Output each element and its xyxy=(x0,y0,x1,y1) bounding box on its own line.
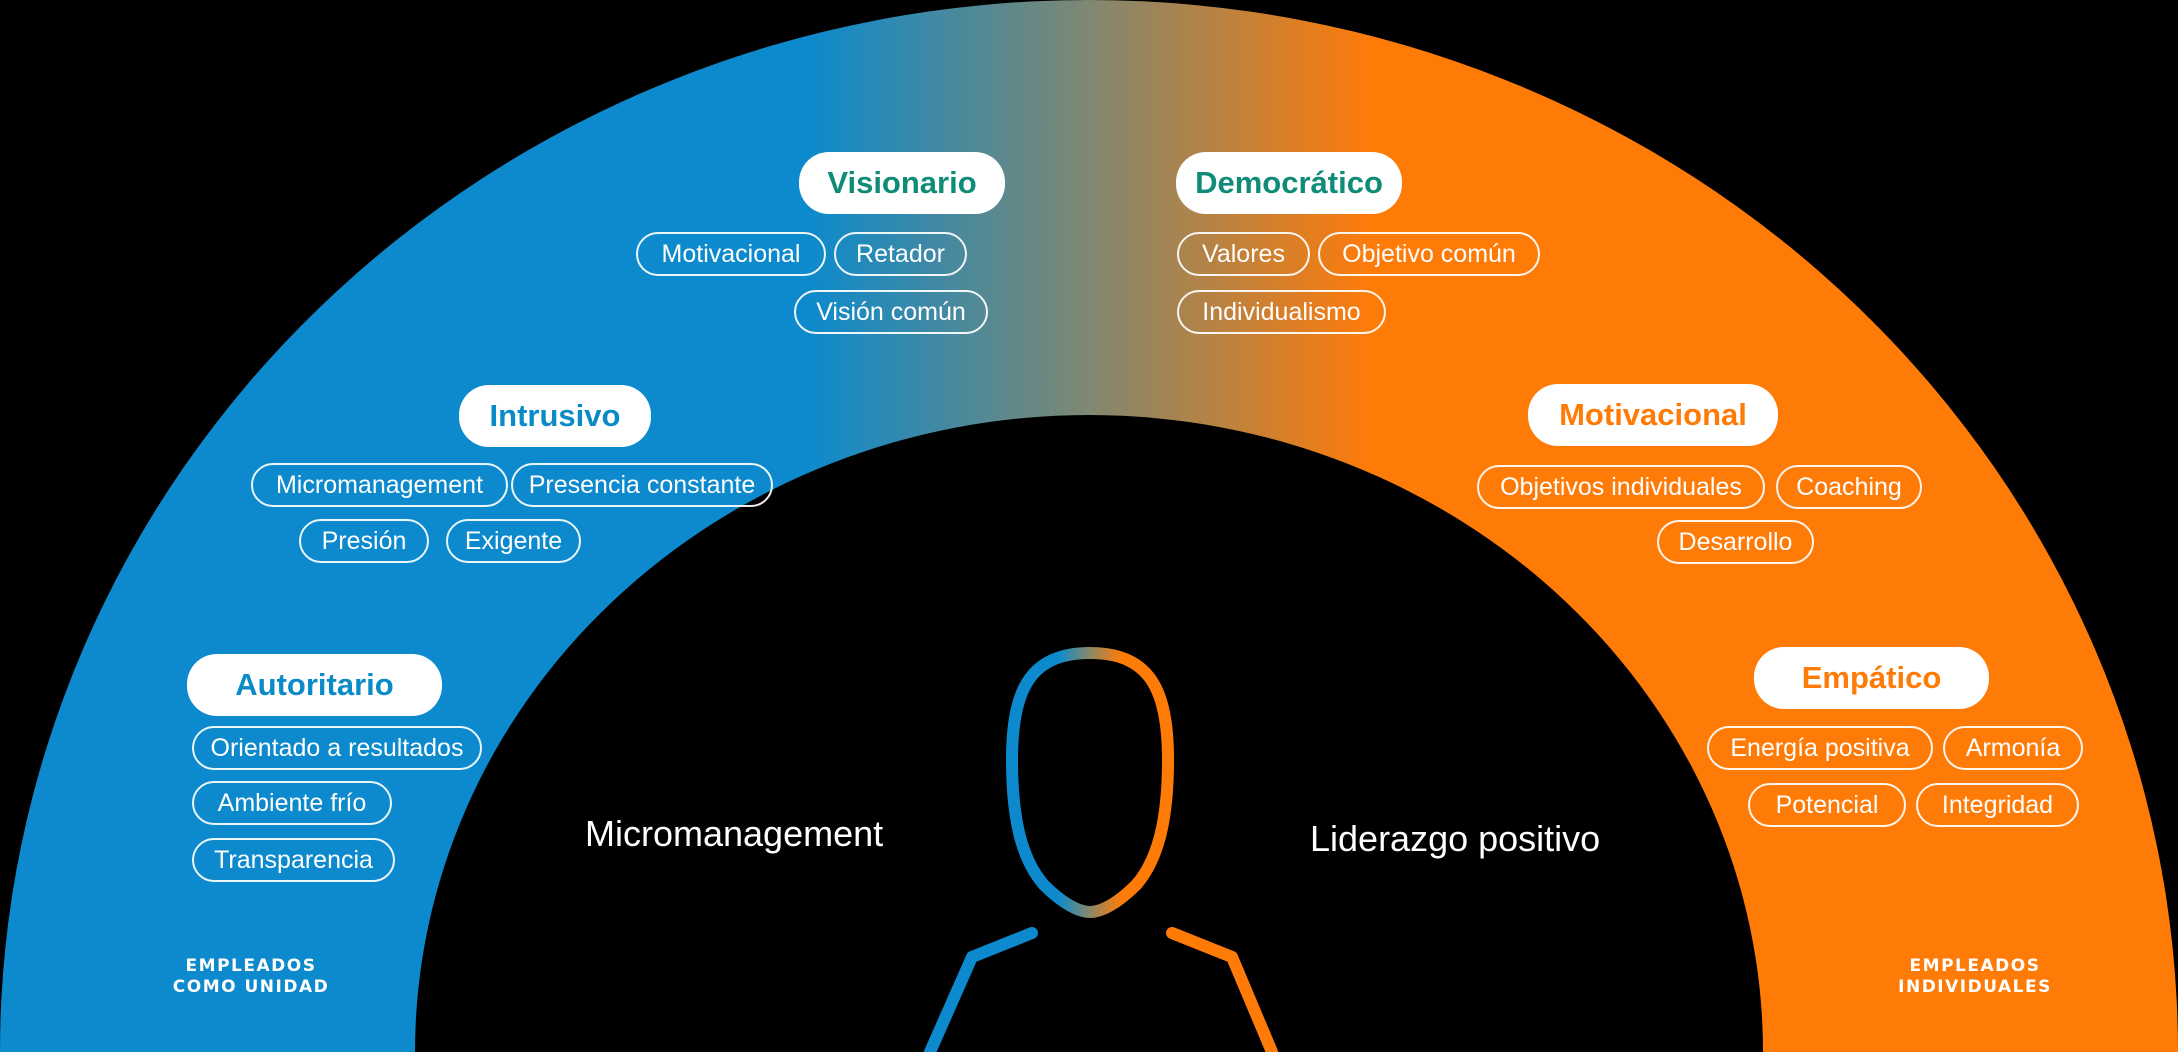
caption-micromanagement: Micromanagement xyxy=(585,813,884,854)
caption-liderazgo-positivo: Liderazgo positivo xyxy=(1310,818,1601,859)
style-title-democratico: Democrático xyxy=(1176,152,1402,214)
tag-transparencia: Transparencia xyxy=(192,838,395,882)
style-title-motivacional: Motivacional xyxy=(1528,384,1778,446)
person-silhouette-icon xyxy=(924,647,1278,1052)
tag-orientado-a-resultados: Orientado a resultados xyxy=(192,726,482,770)
corner-label-left: EMPLEADOS COMO UNIDAD xyxy=(141,956,361,998)
tag-vision-comun: Visión común xyxy=(794,290,988,334)
tag-integridad: Integridad xyxy=(1916,783,2079,827)
tag-exigente: Exigente xyxy=(446,519,581,563)
tag-presion: Presión xyxy=(299,519,429,563)
tag-objetivo-comun: Objetivo común xyxy=(1318,232,1540,276)
corner-label-right-line1: EMPLEADOS xyxy=(1909,956,2041,976)
tag-armonia: Armonía xyxy=(1943,726,2083,770)
corner-label-left-line1: EMPLEADOS xyxy=(185,956,317,976)
corner-label-right-line2: INDIVIDUALES xyxy=(1898,977,2052,997)
style-title-visionario: Visionario xyxy=(799,152,1005,214)
tag-micromanagement: Micromanagement xyxy=(251,463,508,507)
tag-objetivos-individuales: Objetivos individuales xyxy=(1477,465,1765,509)
tag-presencia-constante: Presencia constante xyxy=(511,463,773,507)
tag-potencial: Potencial xyxy=(1748,783,1906,827)
tag-motivacional: Motivacional xyxy=(636,232,826,276)
tag-coaching: Coaching xyxy=(1776,465,1922,509)
tag-ambiente-frio: Ambiente frío xyxy=(192,781,392,825)
tag-valores: Valores xyxy=(1177,232,1310,276)
style-title-empatico: Empático xyxy=(1754,647,1989,709)
tag-energia-positiva: Energía positiva xyxy=(1707,726,1933,770)
corner-label-right: EMPLEADOS INDIVIDUALES xyxy=(1865,956,2085,998)
corner-label-left-line2: COMO UNIDAD xyxy=(172,977,330,997)
style-title-autoritario: Autoritario xyxy=(187,654,442,716)
tag-individualismo: Individualismo xyxy=(1177,290,1386,334)
style-title-intrusivo: Intrusivo xyxy=(459,385,651,447)
tag-desarrollo: Desarrollo xyxy=(1657,520,1814,564)
tag-retador: Retador xyxy=(834,232,967,276)
